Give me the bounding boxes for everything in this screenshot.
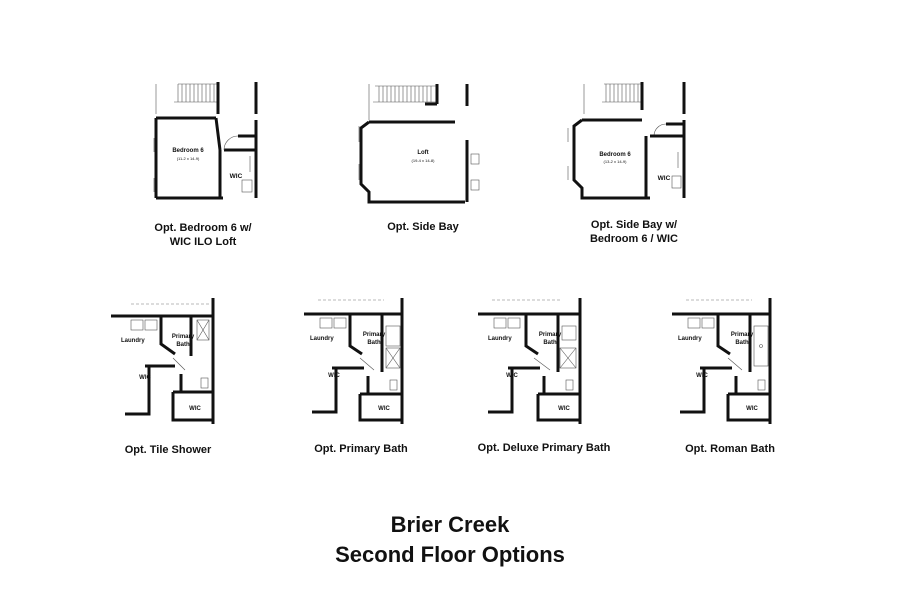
floor-plan-drawing: Laundry Primary Bath WIC WIC — [478, 298, 582, 424]
floor-plan-drawing: Loft (19-4 x 14-8) — [358, 84, 480, 204]
bath-label-line2: Bath — [176, 342, 190, 348]
title-line2: Second Floor Options — [335, 542, 565, 567]
laundry-label: Laundry — [310, 336, 334, 342]
caption-line: Opt. Bedroom 6 w/ — [154, 222, 252, 234]
caption-line: WIC ILO Loft — [169, 236, 237, 248]
caption-line: Opt. Primary Bath — [314, 443, 408, 455]
wic-label: WIC — [328, 373, 340, 379]
caption-line: Opt. Deluxe Primary Bath — [477, 442, 611, 454]
room-label: Bedroom 6 — [172, 148, 204, 154]
laundry-label: Laundry — [488, 336, 512, 342]
wic-label: WIC — [558, 406, 570, 412]
plan-caption: Opt. Side Bay — [313, 220, 533, 234]
bath-label-line2: Bath — [735, 340, 749, 346]
room-label: Bedroom 6 — [599, 152, 631, 158]
floor-plan-deluxe-primary-bath: Laundry Primary Bath WIC WIC — [472, 296, 587, 426]
wic-label: WIC — [746, 406, 758, 412]
laundry-label: Laundry — [678, 336, 702, 342]
wic-label: WIC — [506, 373, 518, 379]
plan-caption: Opt. Side Bay w/ Bedroom 6 / WIC — [524, 218, 744, 246]
wic-label: WIC — [189, 406, 201, 412]
wic-label: WIC — [139, 375, 151, 381]
caption-line: Opt. Side Bay — [387, 221, 459, 233]
floor-plan-drawing: Laundry Primary Bath WIC WIC — [304, 298, 404, 424]
floor-plan-tile-shower: Laundry Primary Bath WIC WIC — [105, 296, 225, 426]
floor-plan-roman-bath: Laundry Primary Bath WIC WIC — [666, 296, 781, 426]
caption-line: Opt. Tile Shower — [124, 444, 212, 456]
bath-label-line2: Bath — [543, 340, 557, 346]
plan-caption: Opt. Primary Bath — [251, 442, 471, 456]
closet-label: WIC — [230, 173, 243, 180]
plan-caption: Opt. Tile Shower — [58, 443, 278, 457]
room-dimension: (11-2 x 14-9) — [177, 156, 200, 161]
floor-plan-drawing: Laundry Primary Bath WIC WIC — [111, 298, 215, 424]
page-title: Brier Creek Second Floor Options — [0, 510, 900, 570]
floor-plan-drawing: Bedroom 6 (11-2 x 14-9) WIC — [153, 82, 258, 200]
floor-plan-bedroom6-wic: Bedroom 6 (11-2 x 14-9) WIC — [138, 80, 268, 205]
wic-label: WIC — [696, 373, 708, 379]
floor-plan-drawing: Laundry Primary Bath WIC WIC — [672, 298, 772, 424]
title-line1: Brier Creek — [390, 512, 510, 537]
room-dimension: (19-4 x 14-8) — [412, 158, 436, 163]
caption-line: Opt. Roman Bath — [685, 443, 775, 455]
bath-label-line1: Primary — [539, 332, 562, 338]
floor-plan-drawing: Bedroom 6 (13-2 x 14-9) WIC — [567, 82, 686, 200]
plan-caption: Opt. Bedroom 6 w/ WIC ILO Loft — [93, 221, 313, 249]
floor-plan-side-bay: Loft (19-4 x 14-8) — [345, 80, 490, 205]
room-dimension: (13-2 x 14-9) — [604, 159, 628, 164]
closet-label: WIC — [658, 175, 671, 182]
bath-label-line1: Primary — [363, 332, 386, 338]
bath-label-line1: Primary — [731, 332, 754, 338]
laundry-label: Laundry — [121, 338, 145, 344]
caption-line: Opt. Side Bay w/ — [590, 219, 678, 231]
plan-caption: Opt. Deluxe Primary Bath — [434, 441, 654, 455]
bath-label-line2: Bath — [367, 340, 381, 346]
room-label: Loft — [417, 150, 428, 156]
floor-plan-side-bay-bedroom6: Bedroom 6 (13-2 x 14-9) WIC — [560, 80, 700, 205]
floor-plan-primary-bath: Laundry Primary Bath WIC WIC — [298, 296, 413, 426]
bath-label-line1: Primary — [172, 334, 195, 340]
wic-label: WIC — [378, 406, 390, 412]
plan-caption: Opt. Roman Bath — [620, 442, 840, 456]
caption-line: Bedroom 6 / WIC — [589, 233, 678, 245]
